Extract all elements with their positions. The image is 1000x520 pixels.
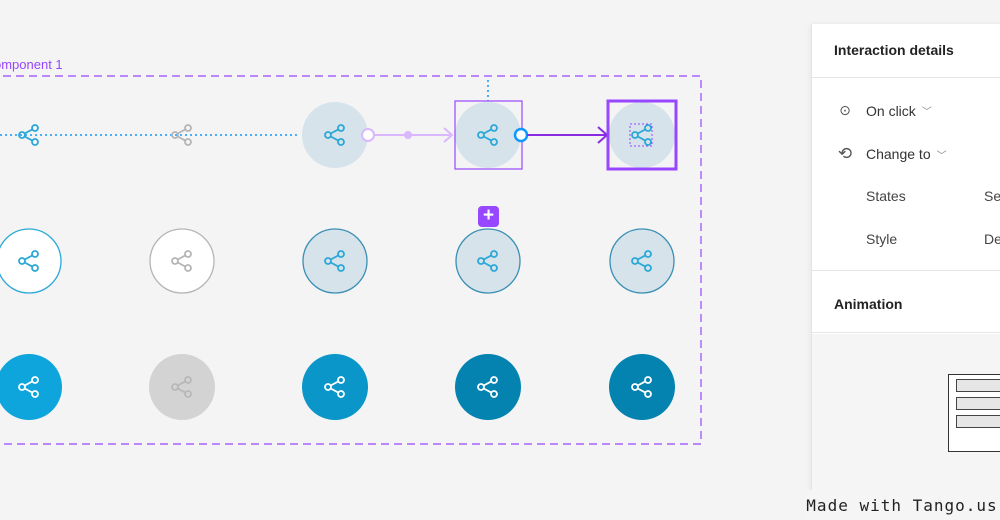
dashed-inner-frame xyxy=(629,123,653,147)
preview-bar xyxy=(956,379,1000,392)
faint-arrow-head xyxy=(443,127,454,143)
variant-r2-c5[interactable] xyxy=(609,228,675,294)
component-set-label[interactable]: omponent 1 xyxy=(0,57,63,72)
variant-r1-c3[interactable] xyxy=(302,102,368,168)
animation-preview-frame xyxy=(948,374,1000,452)
panel-divider xyxy=(812,332,1000,333)
interaction-details-panel: Interaction details ⊙ On click ﹀ ⟲ Chang… xyxy=(811,24,1000,494)
variant-r3-c4[interactable] xyxy=(455,354,521,420)
variant-r3-c2[interactable] xyxy=(149,354,215,420)
panel-divider xyxy=(812,77,1000,78)
variant-r1-c5[interactable] xyxy=(606,99,678,171)
change-to-icon: ⟲ xyxy=(837,144,853,163)
animation-section-title: Animation xyxy=(834,296,903,312)
connection-mid-dot xyxy=(404,131,412,139)
panel-title: Interaction details xyxy=(834,42,954,58)
tango-watermark: Made with Tango.us xyxy=(804,490,1000,520)
connection-handle[interactable] xyxy=(513,127,529,143)
add-variant-plus-icon[interactable]: + xyxy=(478,206,499,227)
preview-bar xyxy=(956,397,1000,410)
variant-r3-c1[interactable] xyxy=(0,354,62,420)
connection-start-dot[interactable] xyxy=(361,128,375,142)
action-dropdown[interactable]: ⟲ Change to ﹀ xyxy=(834,144,947,164)
style-label: Style xyxy=(866,231,898,247)
action-label: Change to xyxy=(866,146,931,162)
variant-r2-c2[interactable] xyxy=(149,228,215,294)
trigger-dropdown[interactable]: ⊙ On click ﹀ xyxy=(834,102,932,119)
states-value[interactable]: Se xyxy=(984,188,1000,204)
variant-r2-c3[interactable] xyxy=(302,228,368,294)
target-variant-frame[interactable] xyxy=(606,99,678,171)
chevron-down-icon: ﹀ xyxy=(936,150,947,162)
click-trigger-icon: ⊙ xyxy=(839,102,851,118)
chevron-down-icon: ﹀ xyxy=(921,107,932,118)
variant-r2-c1[interactable] xyxy=(0,228,62,294)
style-value[interactable]: De xyxy=(984,231,1000,247)
variant-r3-c5[interactable] xyxy=(609,354,675,420)
preview-bar xyxy=(956,415,1000,428)
canvas-artwork[interactable] xyxy=(0,0,810,520)
trigger-label: On click xyxy=(866,102,916,119)
component-set-border[interactable] xyxy=(0,75,702,445)
design-canvas[interactable]: omponent 1 xyxy=(0,0,810,520)
variant-r3-c3[interactable] xyxy=(302,354,368,420)
variant-r2-c4[interactable] xyxy=(455,228,521,294)
panel-divider xyxy=(812,270,1000,271)
states-label: States xyxy=(866,188,906,204)
variant-r1-c4[interactable] xyxy=(454,100,523,170)
